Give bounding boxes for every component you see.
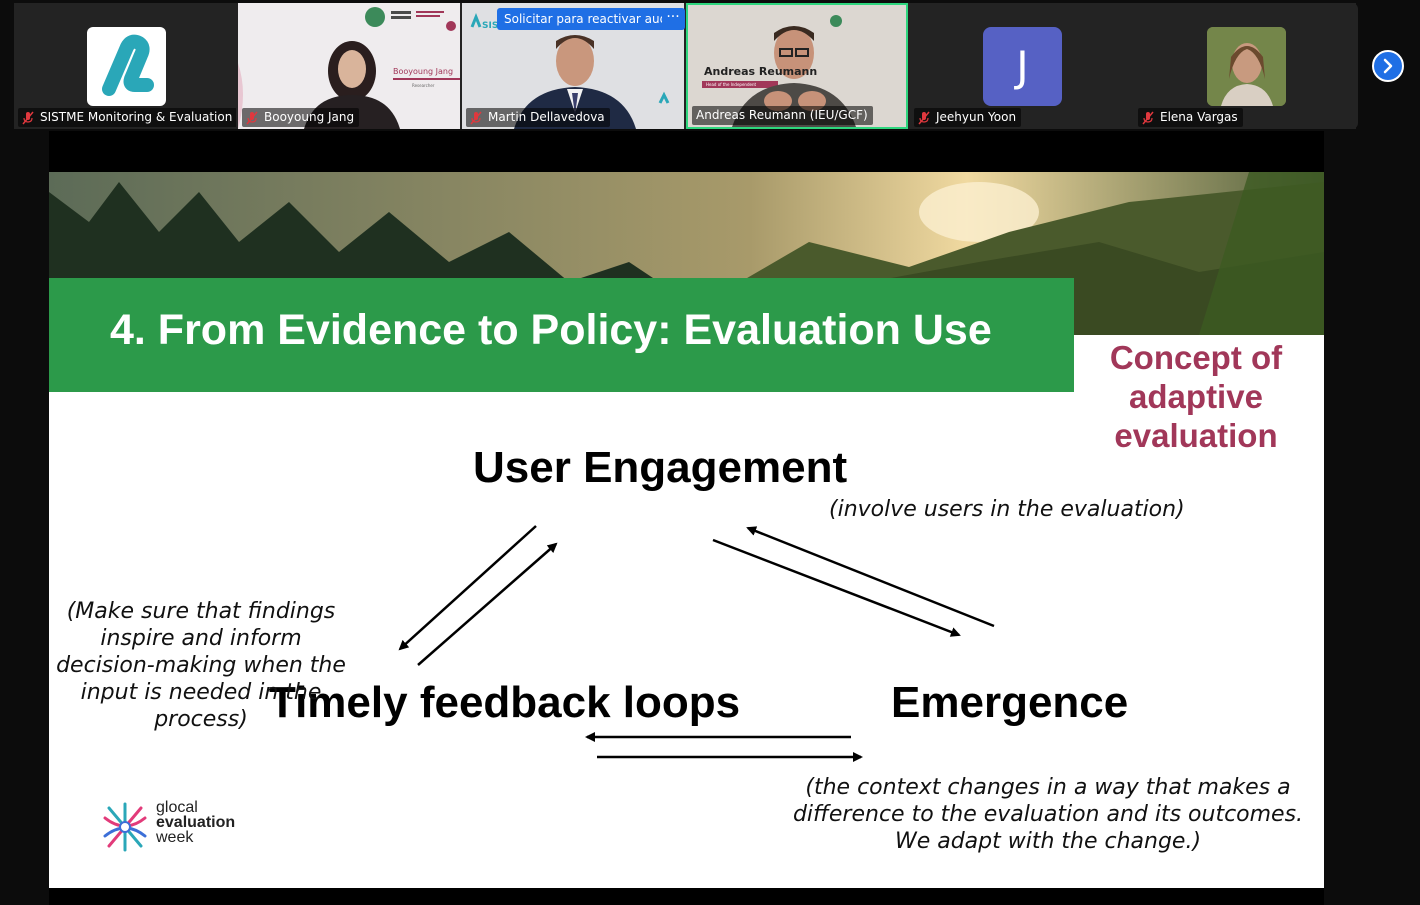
muted-mic-icon — [918, 111, 930, 124]
participant-name: Martin Dellavedova — [466, 108, 610, 127]
participant-name: SISTME Monitoring & Evaluation — [18, 108, 236, 127]
note-findings: (Make sure that findings inspire and inf… — [56, 599, 346, 732]
muted-mic-icon — [1142, 111, 1154, 124]
reactivate-audio-button[interactable]: Solicitar para reactivar audio — [497, 8, 685, 30]
booyoung-role: Researcher — [412, 83, 435, 88]
participant-tile-elena[interactable]: Elena Vargas — [1134, 3, 1356, 129]
shared-slide: 4. From Evidence to Policy: Evaluation U… — [49, 172, 1324, 888]
arrow-emergence-to-user — [746, 526, 995, 628]
arrow-user-to-emergence — [712, 538, 961, 637]
next-page-button[interactable] — [1372, 50, 1404, 82]
participant-name: Jeehyun Yoon — [914, 108, 1022, 127]
muted-mic-icon — [22, 111, 34, 124]
concept-heading: Concept of adaptive evaluation — [1109, 339, 1283, 454]
andreas-role: Head of the Independent Evaluation Unit — [706, 82, 757, 87]
node-user-engagement: User Engagement — [473, 443, 848, 492]
cycle-arrows — [398, 525, 995, 762]
participant-tile-booyoung[interactable]: Booyoung Jang Researcher Booyoung Jang — [238, 3, 460, 129]
node-emergence: Emergence — [891, 678, 1129, 727]
arrow-user-to-timely — [398, 525, 537, 651]
more-options-button[interactable]: ··· — [662, 8, 684, 30]
avatar: J — [983, 27, 1062, 106]
participant-tile-jeehyun[interactable]: J Jeehyun Yoon — [910, 3, 1132, 129]
sistme-logo — [87, 27, 166, 106]
participant-name: Booyoung Jang — [242, 108, 360, 127]
muted-mic-icon — [470, 111, 482, 124]
booyoung-caption: Booyoung Jang — [393, 67, 454, 76]
gew-wordmark: glocal evaluation week — [156, 799, 236, 846]
slide-letterbox-bottom — [49, 888, 1324, 905]
glocal-evaluation-week-logo — [103, 802, 147, 852]
note-involve-users: (involve users in the evaluation) — [829, 497, 1185, 522]
participant-tile-andreas[interactable]: Andreas Reumann Head of the Independent … — [686, 3, 908, 129]
participant-name: Andreas Reumann (IEU/GCF) — [692, 106, 873, 125]
participant-name: Elena Vargas — [1138, 108, 1243, 127]
arrow-timely-to-user — [417, 542, 558, 666]
chevron-right-icon — [1383, 58, 1393, 74]
participant-tile-sistme[interactable]: SISTME Monitoring & Evaluation — [14, 3, 236, 129]
avatar — [1207, 27, 1286, 106]
muted-mic-icon — [246, 111, 258, 124]
slide-letterbox-top — [49, 131, 1324, 172]
title-bar — [49, 278, 1074, 392]
andreas-caption: Andreas Reumann — [704, 65, 818, 78]
note-context: (the context changes in a way that makes… — [792, 775, 1304, 854]
slide-title: 4. From Evidence to Policy: Evaluation U… — [110, 306, 992, 354]
